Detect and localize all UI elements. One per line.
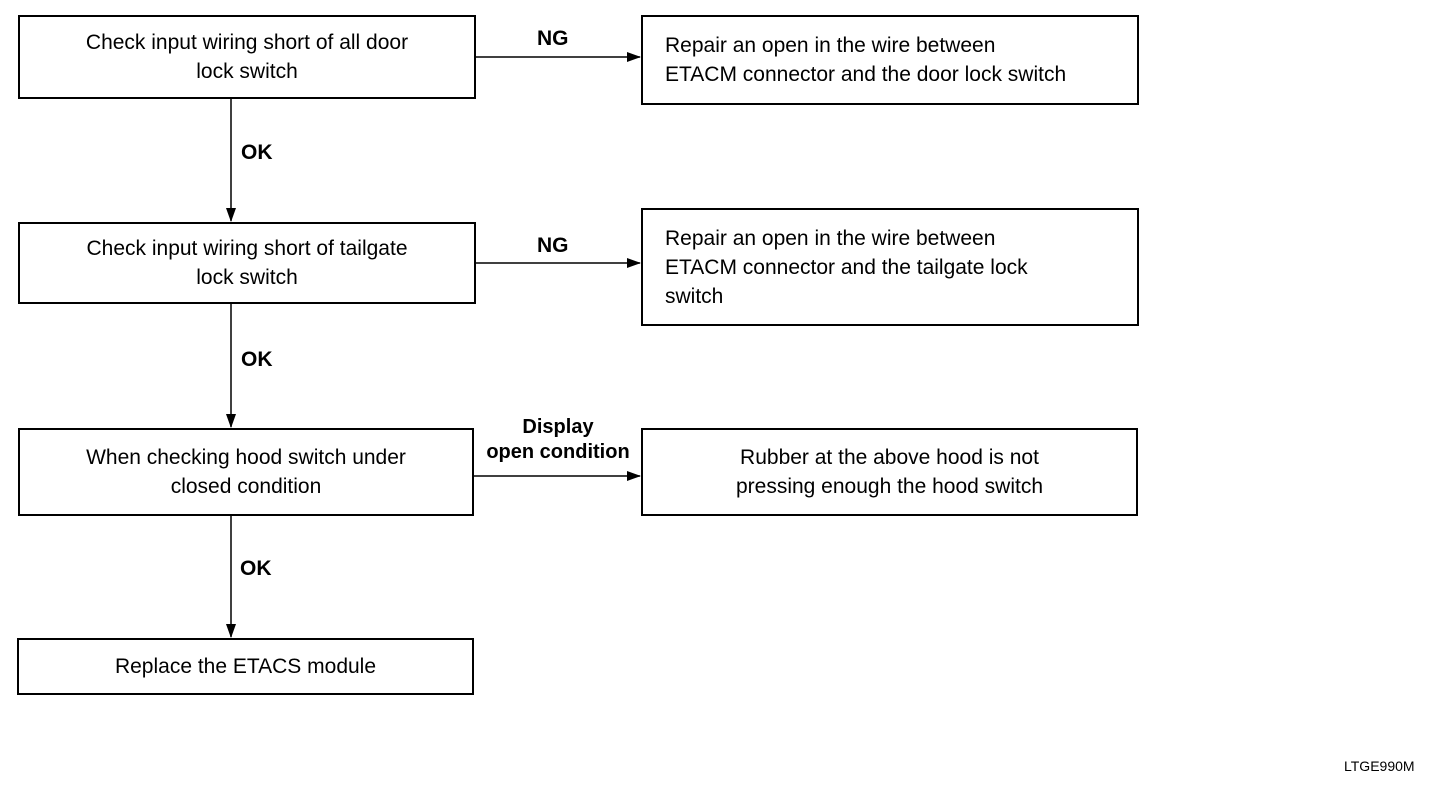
result-text-line: Rubber at the above hood is not	[740, 446, 1039, 469]
step-text-line: closed condition	[170, 475, 322, 498]
result-text-line: ETACM connector and the tailgate lock	[665, 255, 1028, 279]
branch-label-line: Display	[522, 416, 594, 438]
branch-label-ok: OK	[241, 348, 273, 371]
step-box-replace-etacs: Replace the ETACS module	[17, 638, 474, 695]
step-text-line: Check input wiring short of tailgate	[86, 237, 408, 260]
branch-label-ok: OK	[240, 557, 272, 580]
branch-label-ng: NG	[537, 27, 569, 50]
branch-label-ok: OK	[241, 141, 273, 164]
result-text-line: Repair an open in the wire between	[665, 226, 996, 250]
result-box-door-lock-repair: Repair an open in the wire between ETACM…	[641, 15, 1139, 105]
step-text-line: Replace the ETACS module	[114, 655, 377, 678]
step-text-line: lock switch	[196, 266, 298, 289]
step-text-line: Check input wiring short of all door	[85, 31, 409, 54]
result-box-tailgate-repair: Repair an open in the wire between ETACM…	[641, 208, 1139, 326]
branch-label-line: open condition	[486, 441, 630, 463]
result-text-line: pressing enough the hood switch	[735, 475, 1044, 498]
step-box-hood-switch-check: When checking hood switch under closed c…	[18, 428, 474, 516]
step-box-door-lock-check: Check input wiring short of all door loc…	[18, 15, 476, 99]
result-text-line: switch	[665, 284, 724, 308]
result-box-hood-rubber: Rubber at the above hood is not pressing…	[641, 428, 1138, 516]
step-text-line: When checking hood switch under	[86, 446, 406, 469]
step-box-tailgate-lock-check: Check input wiring short of tailgate loc…	[18, 222, 476, 304]
figure-code: LTGE990M	[1344, 758, 1415, 774]
branch-label-ng: NG	[537, 234, 569, 257]
step-text-line: lock switch	[196, 60, 298, 83]
result-text-line: Repair an open in the wire between	[665, 34, 996, 57]
branch-label-display-open: Display open condition	[476, 415, 640, 465]
result-text-line: ETACM connector and the door lock switch	[665, 63, 1067, 86]
